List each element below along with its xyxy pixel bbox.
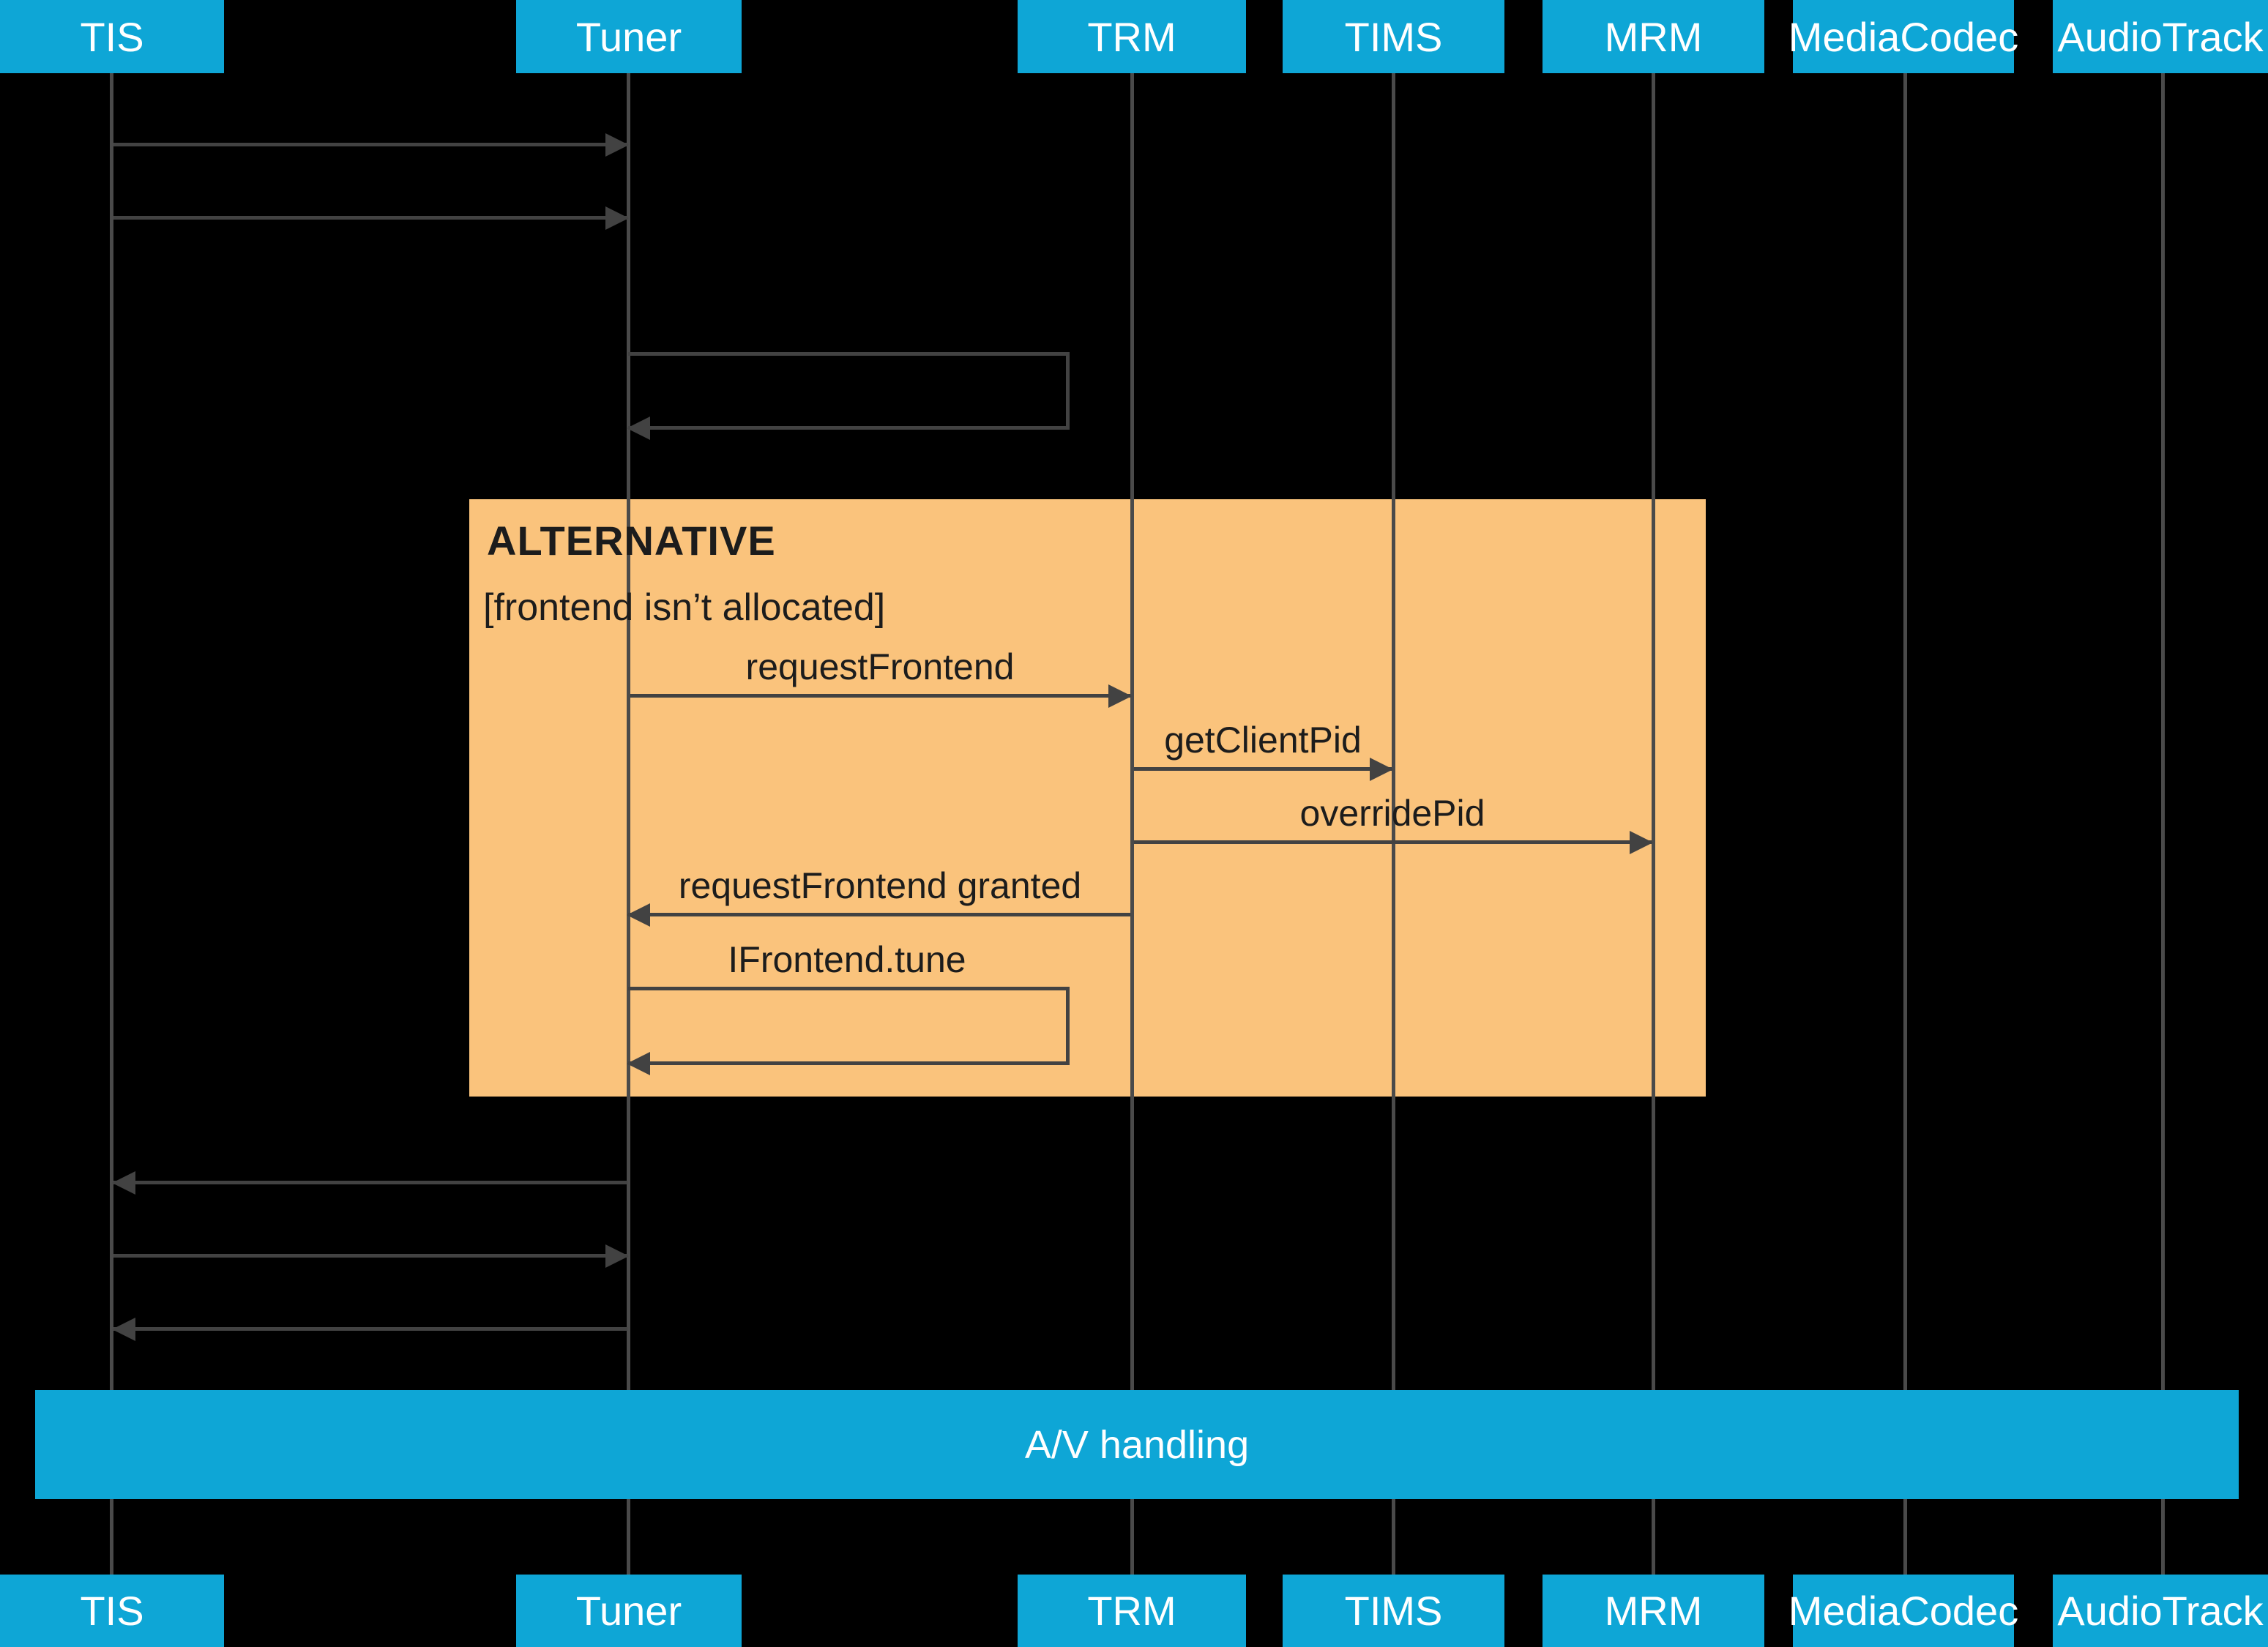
arrowhead-right-icon	[1108, 684, 1132, 708]
alt-fragment	[469, 499, 1706, 1097]
arrowhead-left-icon	[627, 417, 650, 440]
participant-bottom-mrm: MRM	[1543, 1575, 1764, 1647]
message-arrow-tis-tuner-2	[113, 206, 629, 230]
message-arrow-tuner-tis-1	[112, 1170, 627, 1195]
arrowhead-right-icon	[605, 132, 629, 157]
message-arrow-getclientpid	[1134, 757, 1393, 781]
participant-bottom-audiotrack: AudioTrack	[2053, 1575, 2268, 1647]
arrowhead-left-icon	[112, 1317, 135, 1341]
lifeline-mediacodec	[1903, 73, 1907, 1575]
message-arrow-tis-tuner-1	[113, 132, 629, 157]
arrowhead-left-icon	[112, 1170, 135, 1195]
participant-top-trm: TRM	[1018, 0, 1246, 73]
arrowhead-left-icon	[627, 1052, 650, 1075]
participant-top-mrm: MRM	[1543, 0, 1764, 73]
message-label-ifrontend-tune: IFrontend.tune	[728, 939, 966, 980]
participant-top-tims: TIMS	[1283, 0, 1504, 73]
arrowhead-right-icon	[1370, 757, 1393, 781]
lifeline-tis	[110, 73, 113, 1575]
message-label-requestfrontend: requestFrontend	[745, 646, 1015, 687]
arrowhead-right-icon	[1630, 830, 1653, 854]
lifeline-trm	[1130, 73, 1134, 1575]
av-handling-bar: A/V handling	[35, 1390, 2239, 1499]
alt-fragment-guard: [frontend isn’t allocated]	[483, 586, 886, 629]
message-arrow-requestfrontend-granted	[627, 903, 1130, 927]
lifeline-tims	[1392, 73, 1395, 1575]
message-label-overridepid: overridePid	[1299, 793, 1485, 834]
participant-top-tuner: Tuner	[516, 0, 742, 73]
av-handling-label: A/V handling	[1024, 1422, 1250, 1467]
message-label-getclientpid: getClientPid	[1164, 720, 1362, 761]
arrowhead-left-icon	[627, 903, 650, 927]
message-arrow-tuner-tis-2	[112, 1317, 627, 1341]
message-arrow-tis-tuner-3	[113, 1244, 629, 1268]
participant-bottom-tis: TIS	[0, 1575, 224, 1647]
participant-top-tis: TIS	[0, 0, 224, 73]
participant-bottom-mediacodec: MediaCodec	[1788, 1575, 2018, 1647]
message-arrow-overridepid	[1134, 830, 1653, 854]
participant-top-mediacodec: MediaCodec	[1788, 0, 2018, 73]
arrowhead-right-icon	[605, 1244, 629, 1268]
lifeline-mrm	[1652, 73, 1655, 1575]
message-arrow-requestfrontend	[630, 684, 1132, 708]
message-label-requestfrontend-granted: requestFrontend granted	[678, 865, 1082, 906]
lifeline-tuner	[627, 73, 630, 1575]
lifeline-audiotrack	[2161, 73, 2165, 1575]
participant-bottom-trm: TRM	[1018, 1575, 1246, 1647]
arrowhead-right-icon	[605, 206, 629, 230]
self-message-ifrontend-tune	[627, 987, 1070, 1075]
alt-fragment-title: ALTERNATIVE	[487, 518, 776, 564]
participant-bottom-tuner: Tuner	[516, 1575, 742, 1647]
participant-bottom-tims: TIMS	[1283, 1575, 1504, 1647]
participant-top-audiotrack: AudioTrack	[2053, 0, 2268, 73]
self-message-tuner-1	[627, 352, 1070, 440]
